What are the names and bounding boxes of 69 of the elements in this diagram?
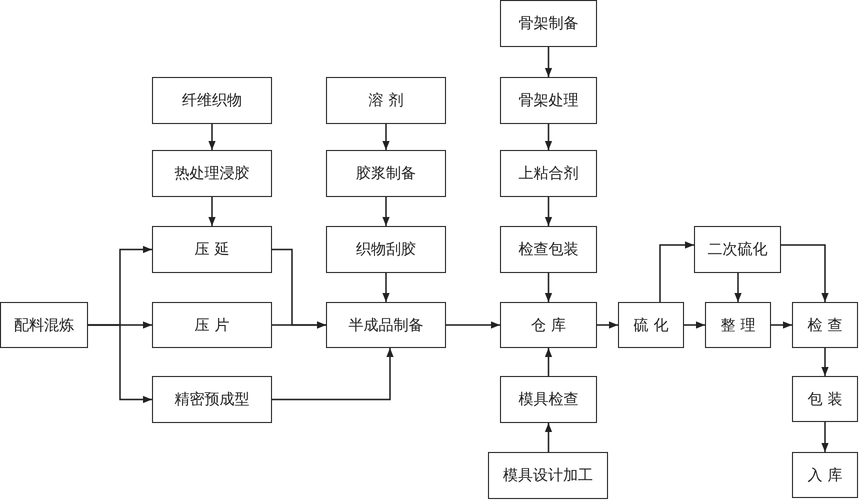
arrow bbox=[734, 273, 742, 302]
process-label: 整 理 bbox=[720, 316, 756, 334]
process-label: 热处理浸胶 bbox=[174, 164, 250, 183]
process-label: 检查包装 bbox=[518, 240, 578, 259]
process-box bbox=[792, 302, 858, 348]
process-box bbox=[618, 302, 684, 348]
process-label: 检 查 bbox=[808, 316, 842, 334]
arrow bbox=[544, 47, 552, 77]
arrow bbox=[272, 348, 394, 400]
arrow bbox=[821, 348, 829, 376]
arrow bbox=[544, 124, 552, 150]
arrow bbox=[544, 197, 552, 226]
process-box bbox=[152, 150, 272, 197]
arrow bbox=[544, 273, 552, 302]
process-label: 硫 化 bbox=[634, 316, 668, 334]
arrow bbox=[684, 321, 705, 329]
process-box bbox=[500, 376, 597, 423]
process-box bbox=[500, 302, 597, 348]
process-label: 溶 剂 bbox=[368, 91, 404, 110]
arrow bbox=[382, 273, 390, 302]
process-box bbox=[326, 150, 446, 197]
process-box bbox=[500, 77, 597, 124]
process-label: 仓 库 bbox=[531, 316, 566, 334]
arrow bbox=[382, 124, 390, 150]
process-label: 模具设计加工 bbox=[503, 466, 593, 485]
arrow bbox=[272, 321, 326, 329]
arrow bbox=[781, 244, 829, 302]
process-box bbox=[694, 226, 781, 273]
process-label: 上粘合剂 bbox=[518, 164, 578, 183]
process-label: 骨架处理 bbox=[518, 91, 578, 110]
process-label: 入 库 bbox=[808, 466, 842, 484]
process-box bbox=[152, 302, 272, 348]
process-label: 压 延 bbox=[194, 240, 230, 259]
process-box bbox=[152, 376, 272, 423]
process-box bbox=[792, 376, 858, 422]
arrow bbox=[771, 321, 792, 329]
process-box bbox=[488, 452, 608, 499]
process-label: 二次硫化 bbox=[708, 240, 768, 259]
process-box bbox=[500, 150, 597, 197]
process-label: 模具检查 bbox=[518, 390, 578, 409]
arrow bbox=[382, 197, 390, 226]
process-label: 包 装 bbox=[808, 390, 842, 408]
process-box bbox=[326, 226, 446, 273]
process-box bbox=[152, 226, 272, 273]
process-box bbox=[152, 77, 272, 124]
arrow bbox=[597, 321, 618, 329]
process-box bbox=[500, 0, 597, 47]
process-label: 纤维织物 bbox=[182, 91, 242, 110]
arrow bbox=[446, 321, 500, 329]
process-label: 精密预成型 bbox=[174, 390, 250, 409]
arrow bbox=[659, 241, 694, 302]
arrow bbox=[821, 422, 829, 452]
arrow bbox=[88, 324, 152, 404]
process-box bbox=[326, 302, 446, 348]
arrow bbox=[208, 197, 216, 226]
process-box bbox=[500, 226, 597, 273]
arrow bbox=[544, 423, 552, 452]
process-label: 配料混炼 bbox=[14, 316, 74, 334]
process-label: 胶浆制备 bbox=[356, 164, 416, 183]
process-label: 织物刮胶 bbox=[356, 240, 416, 259]
process-box bbox=[0, 302, 88, 348]
process-label: 半成品制备 bbox=[348, 316, 424, 334]
process-label: 骨架制备 bbox=[518, 14, 578, 33]
process-box bbox=[792, 452, 858, 498]
process-label: 压 片 bbox=[194, 316, 230, 334]
process-box bbox=[705, 302, 771, 348]
process-box bbox=[326, 77, 446, 124]
arrow bbox=[208, 124, 216, 150]
arrow bbox=[544, 348, 552, 376]
